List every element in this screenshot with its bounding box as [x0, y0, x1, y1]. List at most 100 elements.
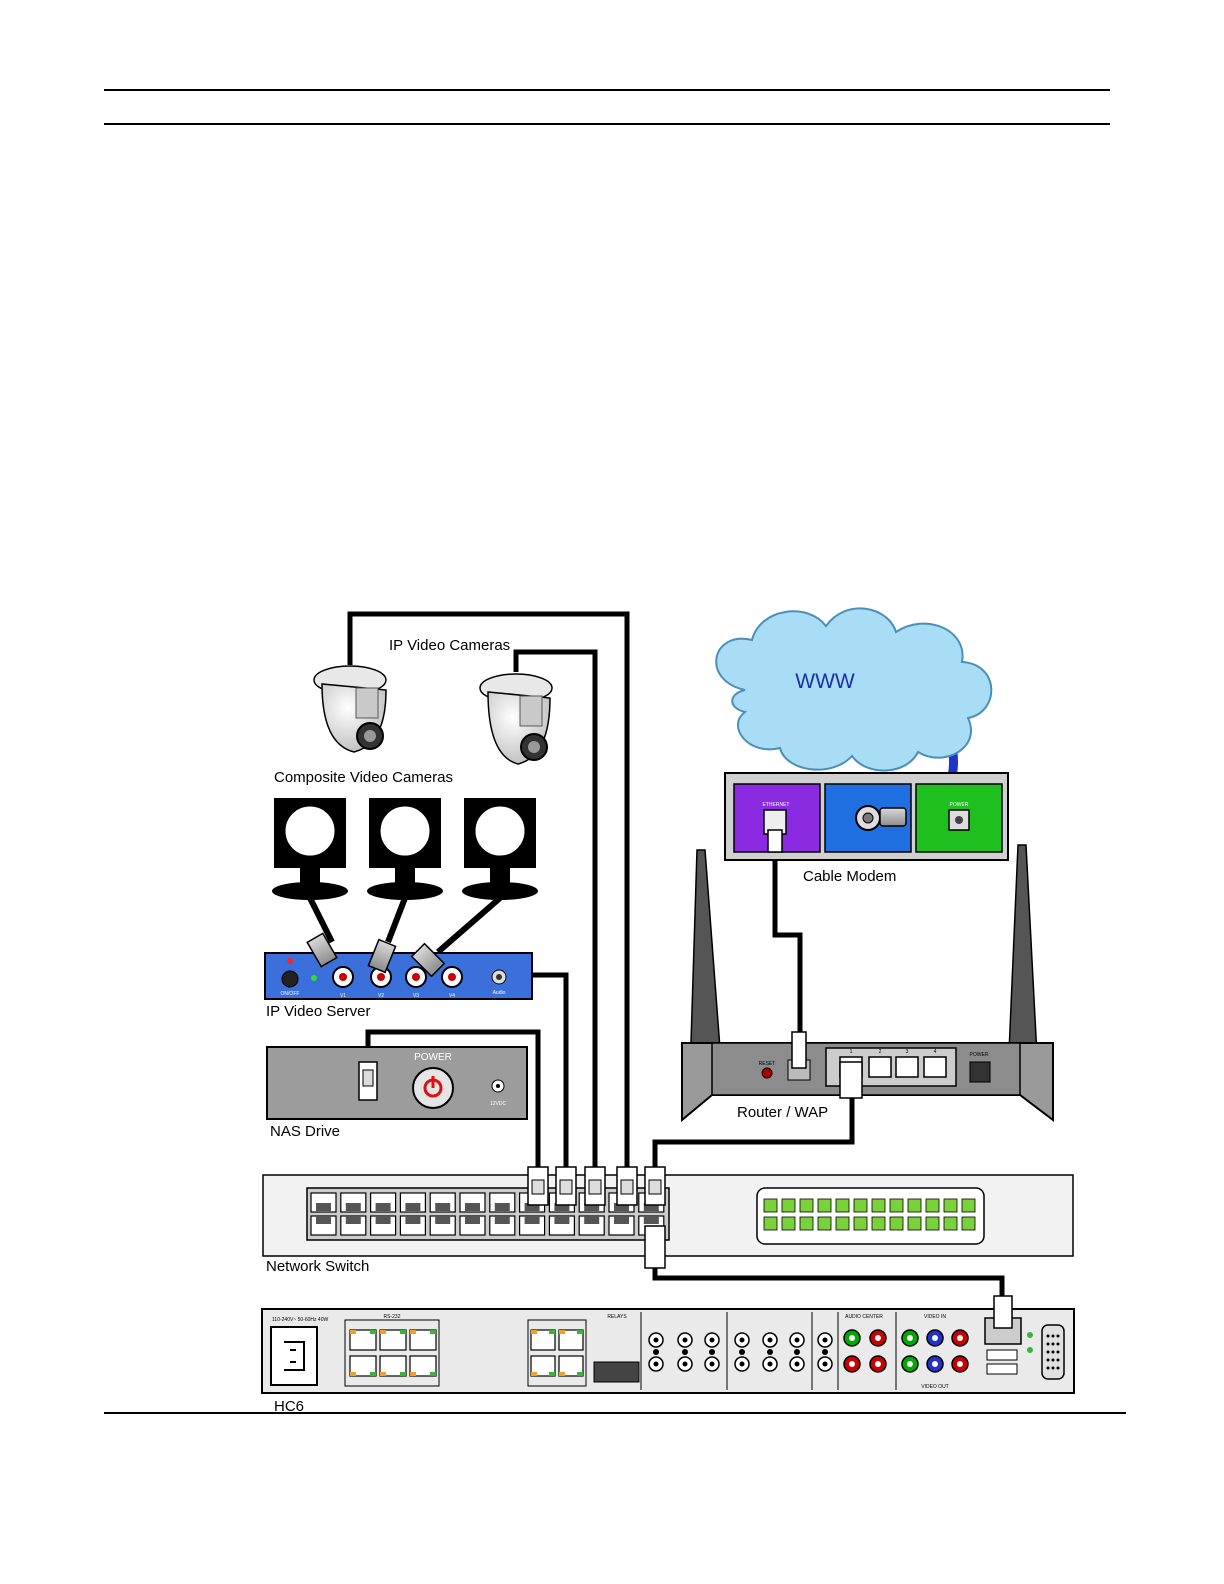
- hc6-port-led-a: [559, 1330, 565, 1334]
- cable-modem: ETHERNET POWER Cable Modem: [725, 773, 1008, 885]
- hc6-port-led-b: [370, 1330, 376, 1334]
- hc6-rca-pin: [710, 1338, 715, 1343]
- hc6-rca-pin: [683, 1338, 688, 1343]
- composite-camera-2: [367, 798, 443, 900]
- switch-port-contacts: [346, 1216, 361, 1224]
- hc6-component-pin: [849, 1335, 855, 1341]
- hc6-component-pin: [932, 1361, 938, 1367]
- hc6-component-pin: [907, 1335, 913, 1341]
- hc6-port-led-a: [531, 1330, 537, 1334]
- hc6-rca-pin: [795, 1338, 800, 1343]
- router-lan-plug: [840, 1062, 862, 1098]
- switch-port-contacts: [495, 1203, 510, 1211]
- switch-port-contacts: [495, 1216, 510, 1224]
- switch-led: [926, 1217, 939, 1230]
- switch-led: [944, 1217, 957, 1230]
- hc6-component-pin: [907, 1361, 913, 1367]
- hc6-component-pin: [849, 1361, 855, 1367]
- switch-port-contacts: [465, 1216, 480, 1224]
- composite-camera-base: [272, 882, 348, 900]
- vga-pin: [1057, 1351, 1060, 1354]
- server-port-label: V1: [340, 993, 346, 999]
- ip-camera-1: [314, 666, 386, 752]
- nas-drive: POWER 12VDC NAS Drive: [267, 1047, 527, 1140]
- switch-led-panel: [757, 1188, 984, 1244]
- switch-led: [872, 1217, 885, 1230]
- switch-plug-clip: [560, 1180, 572, 1194]
- ip-cameras-label: IP Video Cameras: [389, 637, 510, 654]
- hc6-usb-port-1: [987, 1350, 1017, 1360]
- switch-led: [962, 1199, 975, 1212]
- switch-port-contacts: [405, 1216, 420, 1224]
- ip-video-server-label: IP Video Server: [266, 1003, 371, 1020]
- switch-led: [764, 1217, 777, 1230]
- vga-pin: [1052, 1343, 1055, 1346]
- modem-power-label: POWER: [950, 802, 969, 808]
- cable-modem-label: Cable Modem: [803, 868, 896, 885]
- vga-pin: [1057, 1367, 1060, 1370]
- switch-led: [836, 1199, 849, 1212]
- composite-camera-3: [462, 798, 538, 900]
- hc6-rca-screw: [653, 1349, 659, 1355]
- hc6-port-led-a: [350, 1330, 356, 1334]
- hc6-rca-pin: [740, 1362, 745, 1367]
- switch-plug-clip: [589, 1180, 601, 1194]
- vga-pin: [1047, 1351, 1050, 1354]
- composite-camera-base: [462, 882, 538, 900]
- hc6-rca-pin: [768, 1362, 773, 1367]
- switch-port-contacts: [376, 1216, 391, 1224]
- server-onoff-button: [282, 971, 298, 987]
- switch-led: [872, 1199, 885, 1212]
- switch-port-contacts: [525, 1216, 540, 1224]
- cable-modem-router: [775, 850, 800, 1032]
- vga-pin: [1047, 1343, 1050, 1346]
- switch-led: [818, 1199, 831, 1212]
- hc6-component-pin: [875, 1335, 881, 1341]
- switch-led: [854, 1199, 867, 1212]
- composite-cameras: [272, 798, 538, 900]
- hc6-port-led-b: [430, 1372, 436, 1376]
- hc6-rj45-plug: [994, 1296, 1012, 1328]
- router-label: Router / WAP: [737, 1104, 828, 1121]
- hc6-component-pin: [875, 1361, 881, 1367]
- vga-pin: [1052, 1359, 1055, 1362]
- switch-port-contacts: [316, 1203, 331, 1211]
- hc6-video-in-label: VIDEO IN: [924, 1314, 946, 1320]
- composite-camera-cables: [310, 898, 500, 952]
- router-reset-label: RESET: [759, 1061, 776, 1067]
- composite-camera-1: [272, 798, 348, 900]
- nas-dc-label: 12VDC: [490, 1101, 507, 1107]
- hc6-label: HC6: [274, 1398, 304, 1415]
- switch-port-contacts: [584, 1216, 599, 1224]
- hc6-component-pin: [957, 1361, 963, 1367]
- internet-cloud: WWW: [716, 608, 991, 770]
- hc6-power-rating: 110-240V~ 50-60Hz 40W: [272, 1317, 328, 1323]
- router-antenna-left: [690, 850, 722, 1075]
- hc6-port-led-b: [430, 1330, 436, 1334]
- hc6-rca-pin: [823, 1338, 828, 1343]
- hc6-rca-pin: [823, 1362, 828, 1367]
- hc6-component-pin: [957, 1335, 963, 1341]
- switch-port-contacts: [644, 1216, 659, 1224]
- server-onoff-label: ON/OFF: [281, 991, 300, 997]
- switch-port-contacts: [376, 1203, 391, 1211]
- hc6-power-inlet: [271, 1327, 317, 1385]
- switch-led: [800, 1217, 813, 1230]
- router-reset-button: [762, 1068, 772, 1078]
- server-led: [287, 958, 293, 964]
- hc6-port-led-b: [577, 1330, 583, 1334]
- vga-pin: [1057, 1359, 1060, 1362]
- switch-rj45-plug-bottom: [645, 1226, 665, 1268]
- hc6-port-led-a: [380, 1330, 386, 1334]
- hc6-port-led-b: [549, 1330, 555, 1334]
- router-antenna-right: [1008, 845, 1038, 1075]
- router-port-number: 2: [879, 1049, 882, 1055]
- hc6-port-led-a: [410, 1330, 416, 1334]
- hc6-rca-pin: [795, 1362, 800, 1367]
- network-switch: Network Switch: [263, 1167, 1073, 1275]
- hc6-rca-pin: [710, 1362, 715, 1367]
- switch-led: [944, 1199, 957, 1212]
- router-port-number: 3: [906, 1049, 909, 1055]
